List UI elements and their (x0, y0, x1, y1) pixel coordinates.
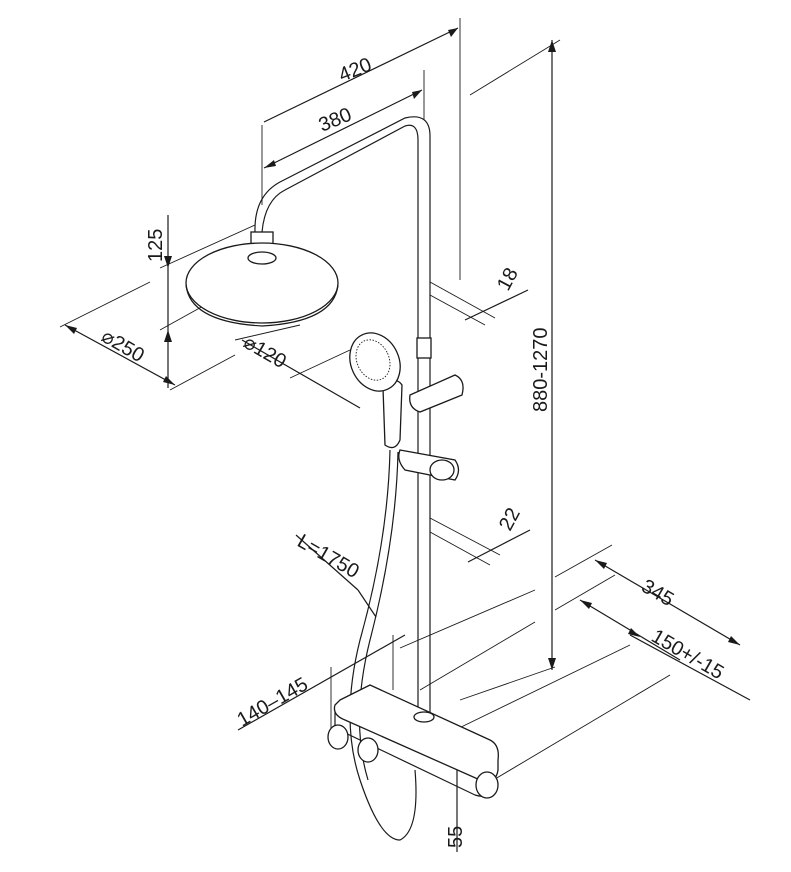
hand-shower-handle (382, 380, 403, 449)
label-150: 150+/-15 (648, 625, 728, 684)
dimension-lines (59, 18, 751, 852)
label-18: 18 (493, 264, 523, 294)
dim-140-line (237, 634, 406, 731)
mixer-knob-left (327, 724, 349, 750)
dim-380-line (263, 89, 423, 169)
label-140-145: 140–145 (234, 673, 312, 731)
label-345: 345 (638, 575, 678, 611)
label-380: 380 (316, 104, 355, 137)
label-55: 55 (445, 826, 467, 848)
pole-clamp (416, 337, 432, 359)
shower-column (185, 116, 464, 841)
rain-shower-head (185, 242, 339, 324)
hand-shower-head (349, 332, 401, 392)
hose-leader-line (295, 534, 359, 591)
label-total-height: 880-1270 (530, 327, 552, 412)
dimension-arrows (65, 28, 740, 670)
dim-345-line (594, 559, 741, 646)
label-125: 125 (145, 229, 167, 262)
mixer-knob-right (475, 771, 499, 799)
label-hose-length: L=1750 (294, 530, 363, 583)
shower-hose (349, 449, 417, 841)
dim-250-line (64, 324, 176, 386)
label-420: 420 (336, 54, 375, 87)
label-120: ⌀120 (240, 331, 290, 373)
label-22: 22 (495, 504, 525, 534)
pole-outer (261, 124, 419, 715)
dim-420-line (263, 27, 459, 123)
thermostatic-mixer (327, 684, 499, 799)
label-250: ⌀250 (98, 325, 148, 367)
pole-inner (254, 116, 431, 715)
mixer-knob-middle (357, 737, 379, 763)
hand-shower-holder (409, 374, 464, 413)
dim-120-line (241, 339, 361, 409)
